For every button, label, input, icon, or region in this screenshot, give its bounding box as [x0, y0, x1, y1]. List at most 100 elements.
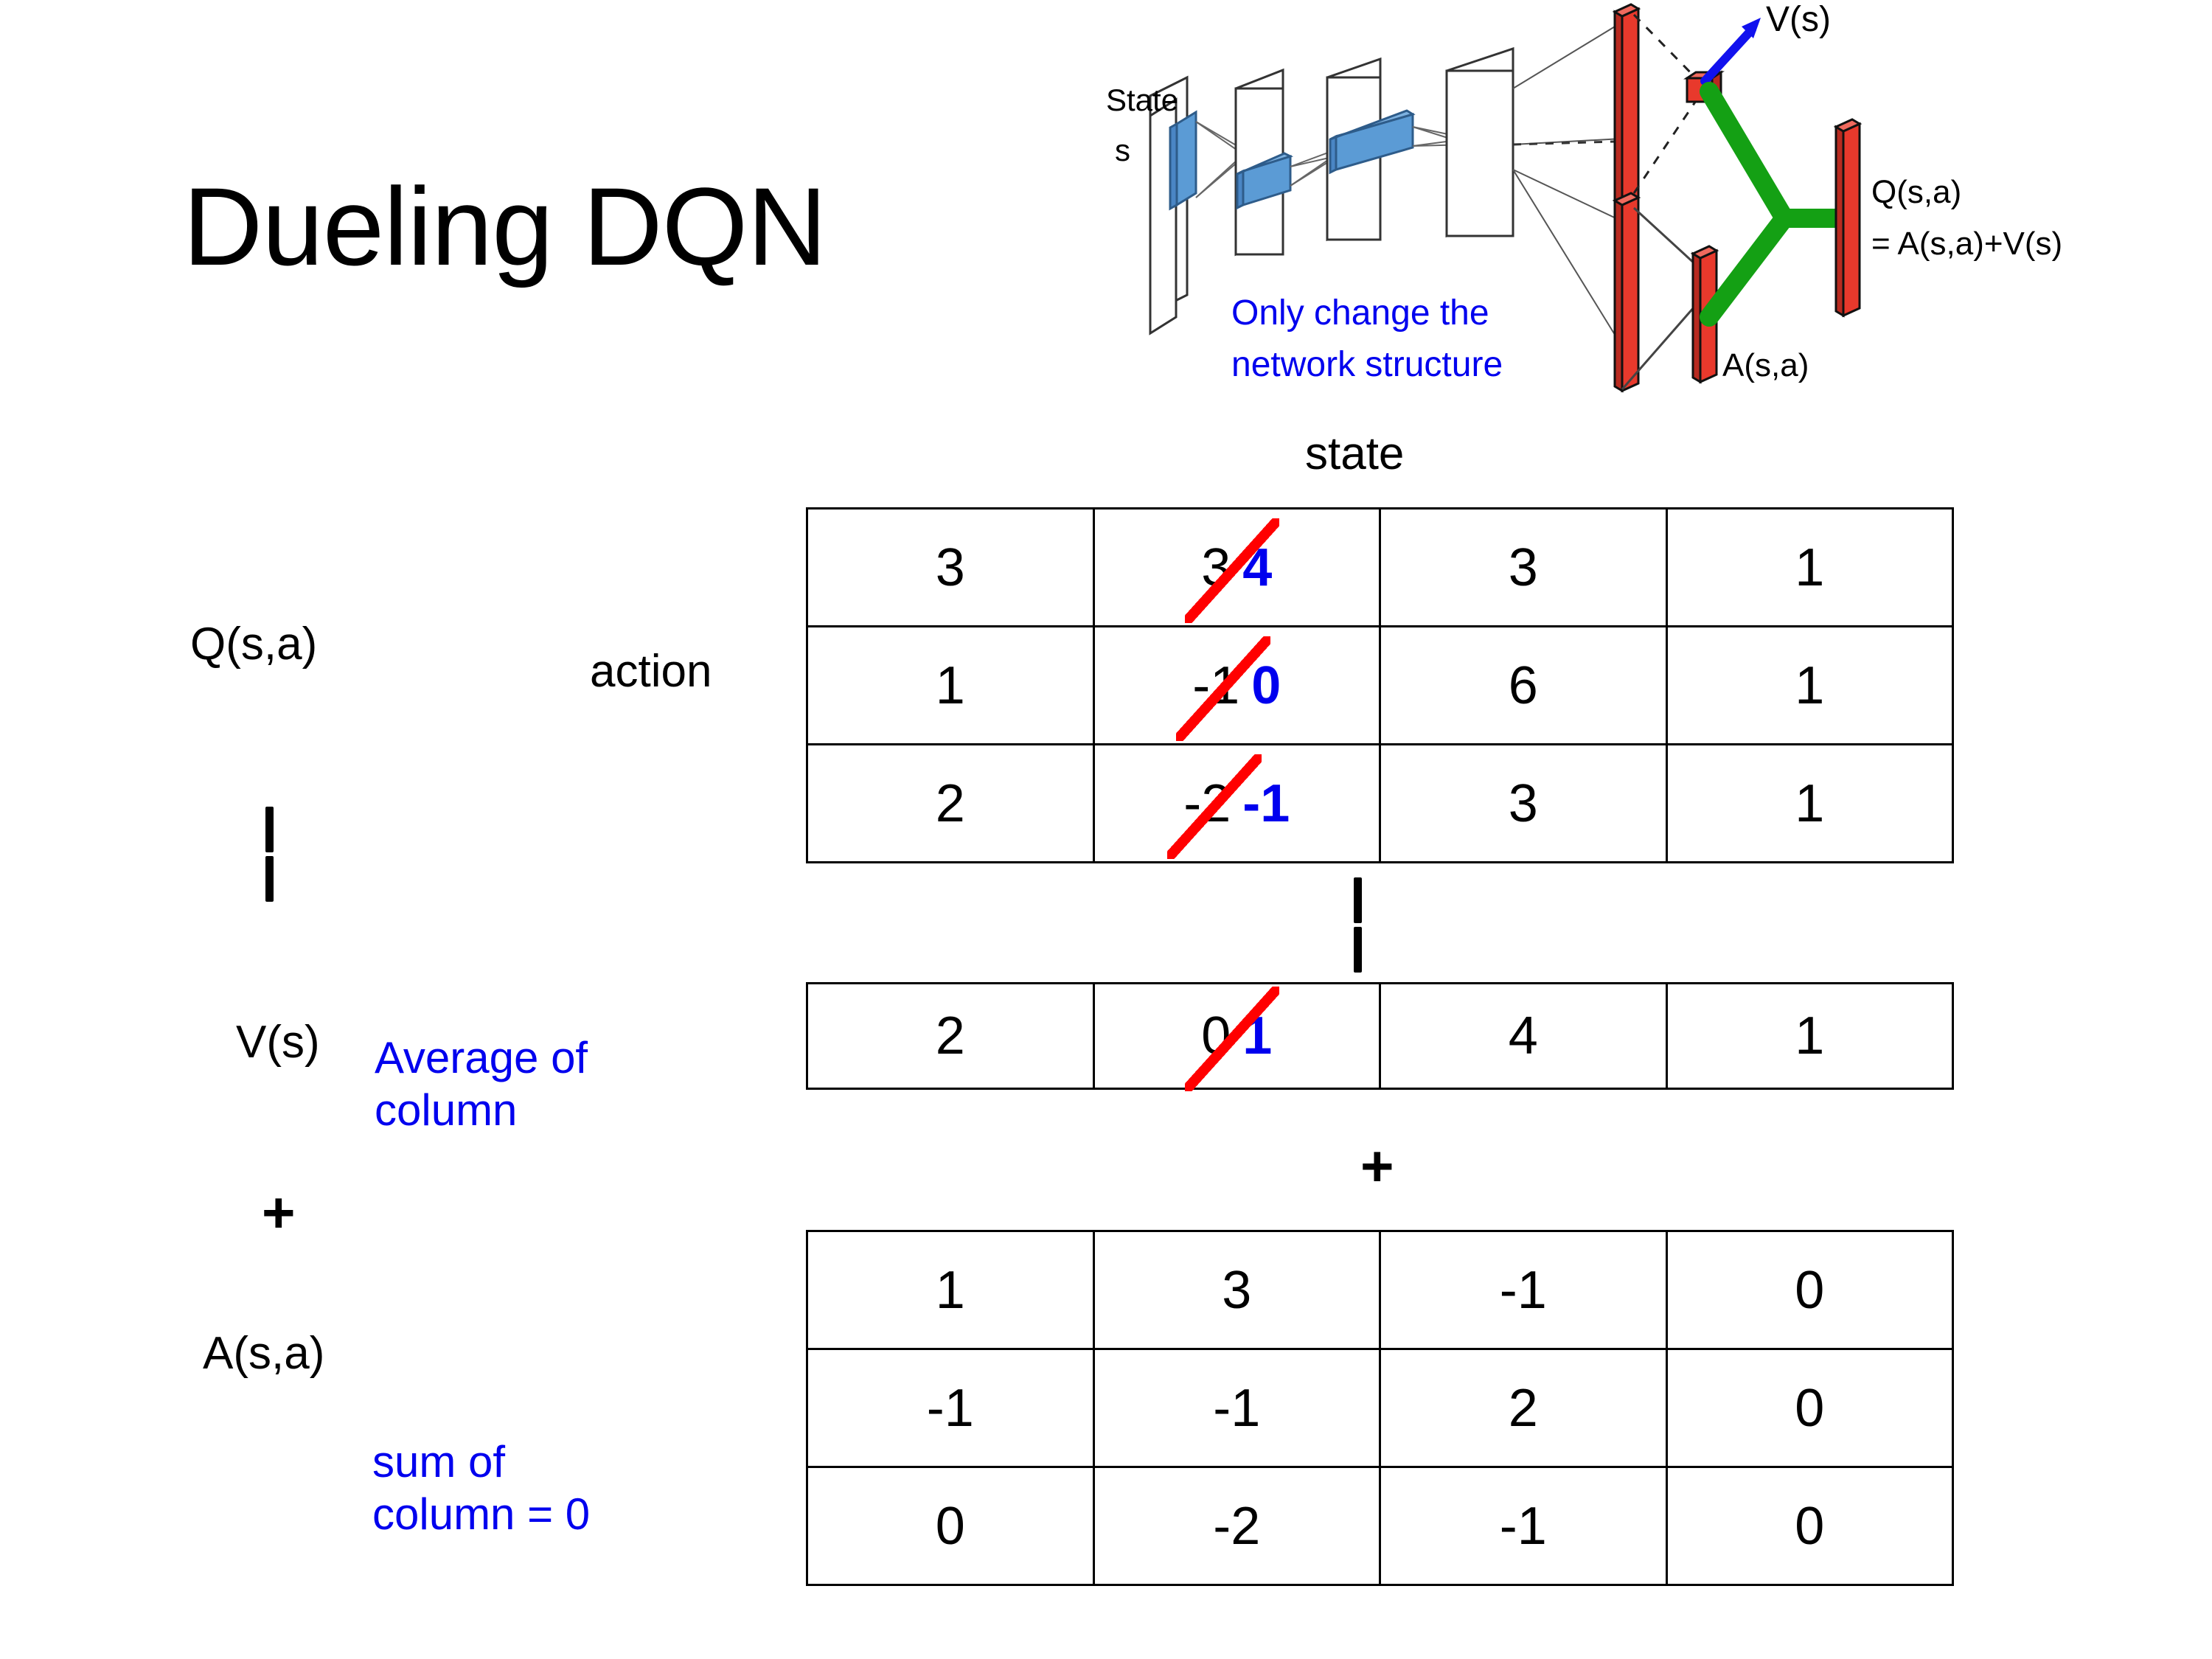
table-row: -1 -1 2 0: [806, 1348, 1954, 1468]
input-patch: [1169, 110, 1197, 211]
table-cell: 1: [1665, 625, 1954, 745]
table-cell: 3: [806, 507, 1095, 627]
cell-value: 3: [1222, 1260, 1252, 1320]
table-cell: -1: [1379, 1230, 1668, 1350]
a-function-label: A(s,a): [203, 1328, 325, 1379]
cell-value: 1: [1795, 1006, 1825, 1065]
struck-out-value: -2: [1167, 754, 1262, 859]
average-note-line1: Average of: [375, 1033, 588, 1082]
corrected-value: -1: [1242, 773, 1290, 833]
table-row: 2 -2-1 3 1: [806, 743, 1954, 863]
cell-value: 1: [935, 655, 965, 715]
v-output-arrow: [1700, 18, 1761, 86]
cell-value: -1: [1499, 1496, 1547, 1556]
table-row: 0 -2 -1 0: [806, 1466, 1954, 1586]
table-cell: -1: [1092, 1348, 1381, 1468]
action-axis-label: action: [590, 646, 712, 697]
equals-sign-middle: [1354, 877, 1388, 973]
table-cell: 1: [806, 625, 1095, 745]
table-cell: 3: [1092, 1230, 1381, 1350]
table-cell: 6: [1379, 625, 1668, 745]
cell-value: -1: [1213, 1378, 1261, 1438]
cell-value: 0: [1795, 1378, 1825, 1438]
cell-value: 0: [935, 1496, 965, 1556]
table-cell: 3: [1379, 507, 1668, 627]
table-cell: 2: [1379, 1348, 1668, 1468]
diagram-v-output-label: V(s): [1766, 0, 1831, 39]
advantage-node: [1690, 245, 1719, 384]
cell-value: 1: [1795, 655, 1825, 715]
q-output-bar: [1833, 118, 1863, 318]
table-cell: 2: [806, 743, 1095, 863]
sum-of-column-note: sum of column = 0: [372, 1436, 590, 1541]
cell-value: -1: [926, 1378, 974, 1438]
cell-value: 1: [1795, 773, 1825, 833]
cell-value: 2: [1508, 1378, 1538, 1438]
cell-value: 6: [1508, 655, 1538, 715]
dueling-network-diagram: State s V(s) A(s,a) Q(s,a) = A(s,a)+V(s)…: [1106, 0, 2212, 413]
advantage-stream-bar: [1612, 192, 1641, 393]
struck-out-value: 0: [1185, 987, 1280, 1091]
conv2-feature: [1329, 109, 1416, 175]
q-function-label: Q(s,a): [190, 619, 318, 669]
diagram-a-output-label: A(s,a): [1722, 347, 1809, 383]
cell-value: -2: [1213, 1496, 1261, 1556]
cell-value: 3: [935, 538, 965, 597]
diagram-state-label-line2: s: [1115, 133, 1130, 167]
cell-value: 3: [1508, 773, 1538, 833]
struck-out-value: 3: [1185, 518, 1280, 623]
cell-value: 3: [1508, 538, 1538, 597]
table-cell: -2: [1092, 1466, 1381, 1586]
conv1-feature: [1236, 152, 1293, 210]
aggregation-merge: [1700, 82, 1853, 327]
v-function-label: V(s): [236, 1017, 320, 1068]
table-cell: 0: [806, 1466, 1095, 1586]
table-cell-corrected: -2-1: [1092, 743, 1381, 863]
table-cell: -1: [806, 1348, 1095, 1468]
table-cell: 0: [1665, 1230, 1954, 1350]
table-cell: 1: [806, 1230, 1095, 1350]
diagram-note-line1: Only change the: [1231, 293, 1489, 333]
diagram-note-line2: network structure: [1231, 345, 1503, 384]
diagram-state-label-line1: State: [1106, 83, 1178, 117]
diagram-q-output-label-line2: = A(s,a)+V(s): [1871, 226, 2062, 262]
table-cell: 4: [1379, 982, 1668, 1090]
table-cell: 1: [1665, 743, 1954, 863]
cell-value: 2: [935, 773, 965, 833]
cell-value: 0: [1795, 1260, 1825, 1320]
cell-value: -1: [1499, 1260, 1547, 1320]
plus-sign-middle: +: [1360, 1133, 1394, 1198]
table-cell: -1: [1379, 1466, 1668, 1586]
a-value-table: 1 3 -1 0 -1 -1 2 0 0 -2 -1 0: [806, 1230, 1954, 1586]
table-cell: 2: [806, 982, 1095, 1090]
average-of-column-note: Average of column: [375, 1032, 588, 1137]
page-title: Dueling DQN: [183, 164, 827, 288]
table-cell: 3: [1379, 743, 1668, 863]
corrected-value: 4: [1242, 538, 1273, 597]
diagram-q-output-label-line1: Q(s,a): [1871, 174, 1961, 210]
value-stream-bar: [1612, 3, 1641, 207]
table-cell: 1: [1665, 982, 1954, 1090]
cell-value: 0: [1795, 1496, 1825, 1556]
cell-value: 4: [1508, 1006, 1538, 1065]
plus-sign-left: +: [262, 1180, 296, 1245]
table-cell: 0: [1665, 1348, 1954, 1468]
sum-note-line1: sum of: [372, 1437, 506, 1486]
table-cell: 1: [1665, 507, 1954, 627]
equals-sign-left: [265, 807, 299, 902]
cell-value: 1: [1795, 538, 1825, 597]
state-axis-label: state: [1305, 428, 1405, 479]
corrected-value: 1: [1242, 1006, 1273, 1065]
corrected-value: 0: [1251, 655, 1281, 715]
sum-note-line2: column = 0: [372, 1489, 591, 1539]
struck-out-value: -1: [1176, 636, 1271, 741]
cell-value: 2: [935, 1006, 965, 1065]
